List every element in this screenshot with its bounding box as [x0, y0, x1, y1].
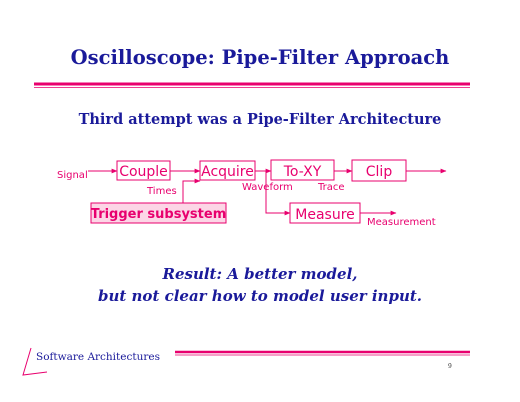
- clip-label: Clip: [366, 164, 393, 180]
- couple-label: Couple: [119, 164, 168, 180]
- toxy-box: [270, 159, 335, 181]
- diagram-boxes: [90, 159, 407, 224]
- slide-title: Oscilloscope: Pipe-Filter Approach: [70, 46, 450, 69]
- page-number: 9: [448, 363, 452, 370]
- slide-subtitle: Third attempt was a Pipe-Filter Architec…: [78, 111, 442, 128]
- measurement-label: Measurement: [367, 217, 436, 228]
- times-label: Times: [146, 186, 177, 197]
- acquire-box: [199, 160, 256, 181]
- measure-box: [289, 202, 361, 224]
- trace-label: Trace: [317, 182, 345, 193]
- result-text: Result: A better model, but not clear ho…: [0, 263, 520, 307]
- trigger-label: Trigger subsystem: [91, 207, 227, 222]
- footer-text: Software Architectures: [36, 351, 160, 363]
- result-line-2: but not clear how to model user input.: [97, 287, 423, 305]
- trigger-box: [90, 202, 227, 224]
- result-line-1: Result: A better model,: [162, 265, 358, 283]
- footer-decoration: [22, 347, 470, 376]
- waveform-branch-arrow: [265, 171, 291, 216]
- trigger-times-arrow: [182, 178, 201, 203]
- acquire-label: Acquire: [201, 164, 254, 180]
- measure-label: Measure: [295, 207, 355, 223]
- couple-box: [116, 160, 171, 181]
- waveform-label: Waveform: [242, 182, 293, 193]
- diagram-connectors: [88, 168, 447, 216]
- clip-box: [351, 159, 407, 182]
- signal-label: Signal: [57, 170, 88, 181]
- toxy-label: To-XY: [283, 164, 322, 180]
